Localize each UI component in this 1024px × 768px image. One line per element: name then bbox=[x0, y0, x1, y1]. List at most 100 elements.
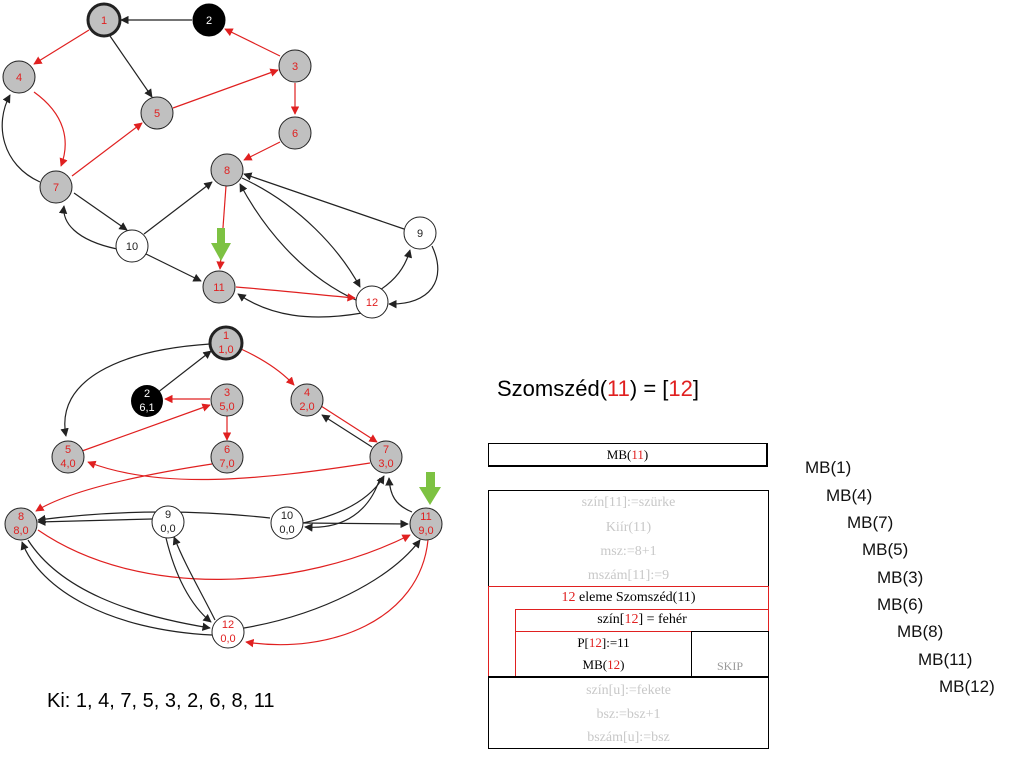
svg-text:11: 11 bbox=[213, 282, 224, 294]
struct-bottom-divider bbox=[488, 676, 769, 678]
edge2-11-12 bbox=[245, 539, 429, 648]
edge-1-4 bbox=[33, 29, 90, 65]
struct-line: Kiír(11) bbox=[605, 520, 652, 535]
edge-4-7 bbox=[33, 91, 68, 167]
edge-11-12 bbox=[235, 286, 356, 302]
svg-text:12: 12 bbox=[366, 297, 378, 309]
edge2-9-8 bbox=[37, 517, 153, 526]
svg-text:10: 10 bbox=[281, 510, 293, 522]
node2-6: 67,0 bbox=[210, 440, 244, 474]
svg-text:9,0: 9,0 bbox=[418, 525, 433, 537]
then1-prefix: P[ bbox=[577, 635, 589, 650]
node2-10: 100,0 bbox=[270, 506, 304, 540]
heading-val: 12 bbox=[668, 376, 693, 401]
edge2-8-11 bbox=[37, 529, 411, 580]
edge2-10-8 bbox=[37, 511, 271, 524]
heading-arg: 11 bbox=[607, 376, 630, 401]
node2-5: 54,0 bbox=[51, 440, 85, 474]
heading-prefix: Szomszéd( bbox=[497, 376, 608, 401]
struct-line: msz:=8+1 bbox=[600, 544, 657, 559]
svg-text:4: 4 bbox=[304, 387, 310, 399]
edge-6-8 bbox=[243, 141, 281, 161]
svg-text:6: 6 bbox=[292, 128, 298, 140]
call-stack-item: MB(1) bbox=[805, 458, 852, 477]
cond-suffix: ] = fehér bbox=[638, 612, 687, 627]
edge2-1-4 bbox=[240, 348, 295, 386]
struct-loop-header: 12 eleme Szomszéd(11) bbox=[489, 590, 768, 606]
edge2-7-10 bbox=[304, 477, 381, 532]
cond-num: 12 bbox=[624, 612, 639, 627]
svg-text:11: 11 bbox=[420, 511, 431, 523]
node-9: 9 bbox=[403, 216, 437, 250]
edge-9-12 bbox=[388, 245, 439, 309]
svg-text:6: 6 bbox=[224, 444, 230, 456]
node2-12: 120,0 bbox=[211, 615, 245, 649]
node2-1: 11,0 bbox=[208, 325, 244, 361]
node-2: 2 bbox=[192, 3, 226, 37]
node-3: 3 bbox=[278, 49, 312, 83]
svg-text:10: 10 bbox=[126, 241, 138, 253]
edge2-2-1 bbox=[156, 350, 212, 394]
node2-8: 88,0 bbox=[4, 507, 38, 541]
struct-then-1: P[12]:=11 bbox=[515, 635, 692, 651]
loop-text: eleme Szomszéd(11) bbox=[575, 590, 696, 605]
svg-text:5: 5 bbox=[65, 444, 71, 456]
call-stack-item: MB(3) bbox=[877, 568, 924, 587]
svg-text:7,0: 7,0 bbox=[219, 458, 234, 470]
svg-text:8: 8 bbox=[224, 165, 230, 177]
graph-1: 1 2 3 4 5 6 7 8 9 10 11 12 bbox=[1, 2, 439, 319]
node-1: 1 bbox=[86, 2, 122, 38]
node2-9: 90,0 bbox=[151, 505, 185, 539]
svg-text:4: 4 bbox=[16, 72, 22, 84]
svg-text:1,0: 1,0 bbox=[218, 344, 233, 356]
struct-cond: szín[12] = fehér bbox=[515, 612, 769, 628]
heading-suffix: ] bbox=[692, 376, 700, 401]
then1-num: 12 bbox=[588, 635, 602, 650]
edge2-12-9 bbox=[172, 536, 216, 621]
edge-7-10 bbox=[73, 192, 128, 231]
edge-10-8 bbox=[143, 181, 213, 235]
edge-1-5 bbox=[109, 35, 153, 98]
struct-line: szín[11]:=szürke bbox=[581, 495, 676, 510]
struct-line: mszám[11]:=9 bbox=[587, 568, 670, 583]
call-stack-item: MB(11) bbox=[918, 650, 973, 669]
call-stack-item: MB(8) bbox=[897, 622, 944, 641]
edge-12-8 bbox=[239, 183, 359, 302]
edge-7-4 bbox=[1, 94, 41, 183]
svg-text:2: 2 bbox=[144, 388, 150, 400]
svg-text:3: 3 bbox=[224, 387, 230, 399]
edge-10-11 bbox=[145, 253, 202, 282]
struct-header: MB(11) bbox=[488, 443, 768, 467]
header-suffix: ) bbox=[643, 447, 649, 462]
struct-line: bsz:=bsz+1 bbox=[596, 707, 661, 722]
call-stack-item: MB(7) bbox=[847, 513, 894, 532]
edge2-12-11 bbox=[243, 539, 421, 629]
svg-text:0,0: 0,0 bbox=[220, 633, 235, 645]
svg-text:4,0: 4,0 bbox=[60, 458, 75, 470]
then2-prefix: MB( bbox=[582, 657, 608, 672]
node-12: 12 bbox=[355, 285, 389, 319]
svg-text:0,0: 0,0 bbox=[279, 524, 294, 536]
svg-text:2: 2 bbox=[206, 15, 212, 27]
svg-text:9: 9 bbox=[417, 228, 423, 240]
node2-7: 73,0 bbox=[369, 440, 403, 474]
header-prefix: MB( bbox=[606, 447, 632, 462]
node2-2: 26,1 bbox=[131, 385, 163, 417]
output-text: Ki: 1, 4, 7, 5, 3, 2, 6, 8, 11 bbox=[47, 690, 275, 712]
node-7: 7 bbox=[39, 170, 73, 204]
heading-mid: ) = [ bbox=[629, 376, 669, 401]
node-4: 4 bbox=[2, 60, 36, 94]
edge2-12-8 bbox=[20, 541, 213, 636]
struct-line: szín[u]:=fekete bbox=[586, 683, 671, 698]
node2-4: 42,0 bbox=[290, 383, 324, 417]
edge2-4-7 bbox=[320, 405, 378, 443]
node-10: 10 bbox=[115, 229, 149, 263]
svg-text:5: 5 bbox=[154, 108, 160, 120]
neighbors-heading: Szomszéd(11) = [12] bbox=[497, 376, 699, 402]
current-node-arrow-2 bbox=[419, 472, 441, 505]
edge2-8-12 bbox=[27, 539, 211, 631]
svg-text:12: 12 bbox=[222, 619, 234, 631]
struct-line: bszám[u]:=bsz bbox=[587, 730, 670, 745]
call-stack-item: MB(4) bbox=[826, 486, 873, 505]
edge2-10-11 bbox=[302, 519, 409, 529]
